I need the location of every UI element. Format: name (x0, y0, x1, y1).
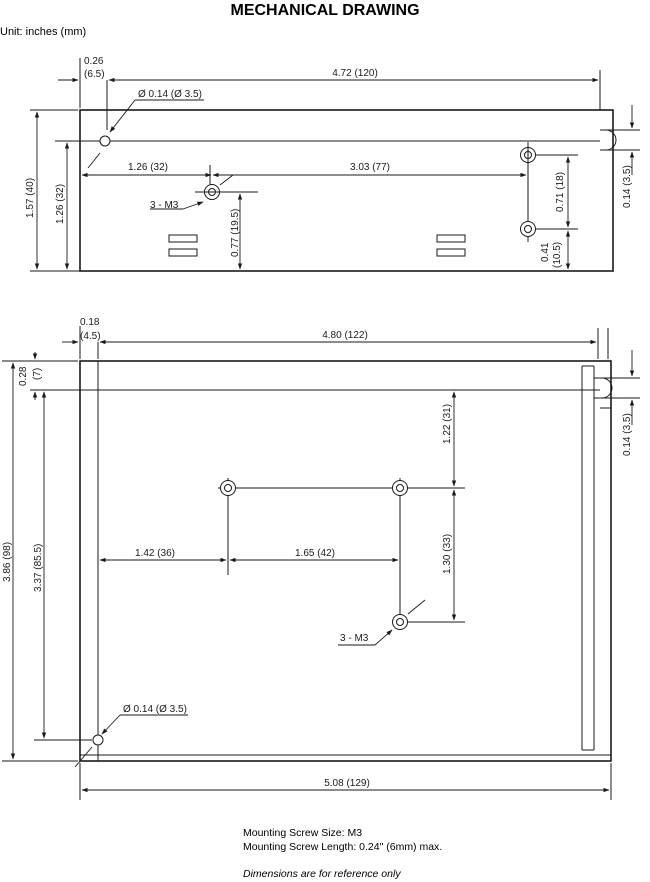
bottom-overall-width: 5.08 (129) (324, 778, 370, 789)
bottom-m3-hole-3 (392, 614, 408, 630)
top-hole-to-m3: 1.26 (32) (128, 162, 168, 173)
top-bottom-offset: 0.41 (540, 242, 551, 262)
bottom-left-to-m3: 1.42 (36) (135, 548, 175, 559)
bottom-view: 0.14 (3.5) 0.18 (4.5) 4.80 (122) 0.28 (7… (2, 317, 640, 800)
top-left-offset: 0.26 (84, 56, 104, 67)
top-vent-slot (168, 234, 198, 243)
top-vent-slot (436, 248, 466, 257)
bottom-left-offset-mm: (4.5) (80, 331, 101, 342)
top-mounting-hole (99, 135, 111, 147)
top-vent-slot (168, 248, 198, 257)
bottom-m3-vert-span: 1.30 (33) (442, 534, 453, 574)
top-m3-span: 3.03 (77) (350, 162, 390, 173)
bottom-slot-dim: 0.14 (3.5) (622, 413, 633, 456)
top-m3-label: 3 - M3 (150, 200, 179, 211)
top-slot-dim: 0.14 (3.5) (622, 165, 633, 208)
top-height-total: 1.57 (40) (25, 178, 36, 218)
top-m3-hole-1 (195, 184, 258, 200)
disclaimer-note: Dimensions are for reference only (243, 868, 401, 880)
bottom-top-to-m3: 1.22 (31) (442, 404, 453, 444)
bottom-slot-tab (594, 377, 613, 399)
top-m3-height: 0.77 (19.5) (230, 209, 241, 257)
top-bottom-offset-mm: (10.5) (552, 242, 563, 268)
bottom-hole-dia: Ø 0.14 (Ø 3.5) (123, 704, 187, 715)
unit-label: Unit: inches (mm) (0, 26, 86, 38)
top-vert-span: 0.71 (18) (555, 172, 566, 212)
top-hole-dia: Ø 0.14 (Ø 3.5) (138, 89, 202, 100)
top-view-outline (79, 109, 614, 272)
top-view: 0.14 (3.5) 0.26 (6.5) 4.72 (120) Ø 0.14 … (25, 56, 640, 272)
screw-length-note: Mounting Screw Length: 0.24" (6mm) max. (243, 841, 442, 853)
screw-size-note: Mounting Screw Size: M3 (243, 827, 362, 839)
bottom-m3-label: 3 - M3 (340, 633, 369, 644)
bottom-view-outline (79, 360, 612, 762)
bottom-height-total: 3.86 (98) (2, 542, 13, 582)
top-width-dim: 4.72 (120) (332, 68, 378, 79)
drawing-title: MECHANICAL DRAWING (230, 2, 419, 19)
top-m3-hole-3 (520, 221, 578, 237)
notes: Mounting Screw Size: M3 Mounting Screw L… (243, 827, 442, 880)
top-left-offset-mm: (6.5) (84, 69, 105, 80)
top-height-hole: 1.26 (32) (55, 184, 66, 224)
top-vent-slot (436, 234, 466, 243)
bottom-m3-hole-1 (220, 480, 236, 496)
bottom-m3-horiz-span: 1.65 (42) (295, 548, 335, 559)
bottom-m3-hole-2 (392, 480, 408, 496)
bottom-top-offset: 0.28 (18, 366, 29, 386)
bottom-mounting-hole (92, 734, 104, 746)
bottom-width-dim: 4.80 (122) (322, 330, 368, 341)
bottom-left-offset: 0.18 (80, 317, 100, 328)
bottom-height-hole: 3.37 (85.5) (33, 544, 44, 592)
bottom-top-offset-mm: (7) (32, 368, 43, 380)
